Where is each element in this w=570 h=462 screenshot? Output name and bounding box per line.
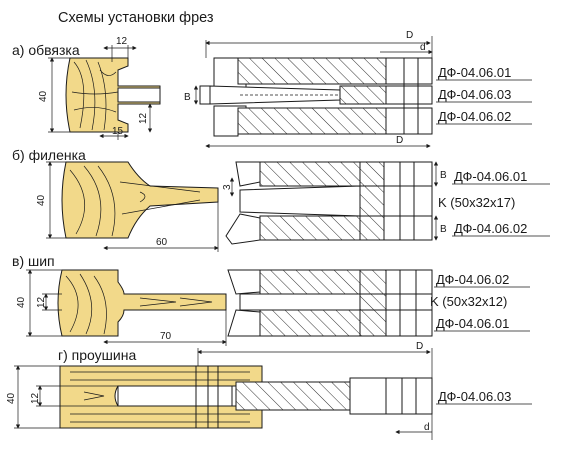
section-b-label: б) филенка xyxy=(12,147,86,163)
section-d-workpiece xyxy=(59,365,263,429)
part-c-1: ДФ-04.06.02 xyxy=(436,272,509,287)
dim-d-40: 40 xyxy=(6,392,17,404)
dim-d-12: 12 xyxy=(30,392,41,404)
section-a-stile: а) обвязка 12 40 15 12 xyxy=(12,30,532,149)
dim-a-40: 40 xyxy=(38,90,49,102)
dim-a-12-side: 12 xyxy=(138,112,149,124)
section-c-cutter-stack xyxy=(227,269,433,337)
dim-b-40: 40 xyxy=(36,194,47,206)
section-d-slot: г) проушина 40 12 D xyxy=(6,341,532,440)
dim-d-D: D xyxy=(416,341,423,352)
part-d-1: ДФ-04.06.03 xyxy=(438,389,511,404)
dim-a-15: 15 xyxy=(112,126,124,137)
section-a-label: а) обвязка xyxy=(12,42,80,58)
part-a-2: ДФ-04.06.03 xyxy=(438,87,511,102)
dim-a-d: d xyxy=(420,42,426,53)
dim-c-40: 40 xyxy=(16,296,27,308)
dim-b-B-top: B xyxy=(440,170,447,181)
dim-c-12: 12 xyxy=(36,296,47,308)
section-c-workpiece xyxy=(57,269,227,337)
dim-a-D-top: D xyxy=(406,30,413,41)
dim-a-D-bottom: D xyxy=(396,135,403,146)
part-a-1: ДФ-04.06.01 xyxy=(438,65,511,80)
dim-c-70: 70 xyxy=(160,331,172,342)
section-b-panel: б) филенка 40 60 3 xyxy=(12,147,550,252)
part-b-3: ДФ-04.06.02 xyxy=(454,221,527,236)
part-b-2: K (50x32x17) xyxy=(438,195,515,210)
section-c-tenon: в) шип 40 12 70 xyxy=(12,253,530,346)
section-d-label: г) проушина xyxy=(58,347,136,363)
section-b-workpiece xyxy=(61,161,219,239)
dim-b-3: 3 xyxy=(222,184,233,190)
dim-a-12-top: 12 xyxy=(116,36,128,47)
section-b-cutter-stack xyxy=(225,161,433,245)
dim-b-B-bottom: B xyxy=(440,224,447,235)
part-b-1: ДФ-04.06.01 xyxy=(454,169,527,184)
dim-a-B: B xyxy=(184,92,191,103)
section-a-cutter-stack xyxy=(199,57,433,137)
part-a-3: ДФ-04.06.02 xyxy=(438,109,511,124)
section-a-workpiece xyxy=(65,57,161,133)
dim-d-d: d xyxy=(424,422,430,433)
part-c-3: ДФ-04.06.01 xyxy=(436,316,509,331)
section-d-cutter-stack xyxy=(231,377,433,415)
section-c-label: в) шип xyxy=(12,253,55,269)
diagram-title: Схемы установки фрез xyxy=(58,10,214,26)
dim-b-60: 60 xyxy=(156,237,168,248)
part-c-2: K (50x32x12) xyxy=(430,294,507,309)
